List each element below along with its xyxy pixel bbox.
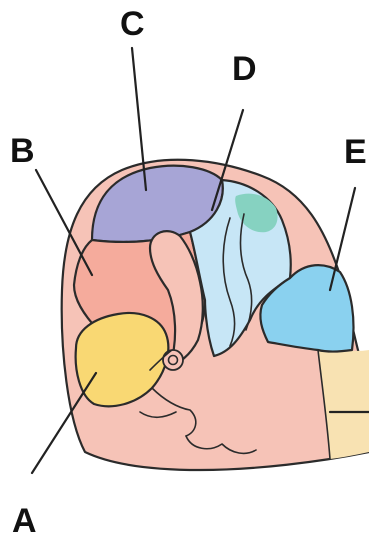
- label-a: A: [12, 502, 37, 537]
- label-c: C: [120, 5, 145, 43]
- label-b: B: [10, 132, 35, 170]
- label-d: D: [232, 50, 257, 88]
- otic-vesicle: [163, 350, 183, 370]
- label-e: E: [344, 133, 367, 171]
